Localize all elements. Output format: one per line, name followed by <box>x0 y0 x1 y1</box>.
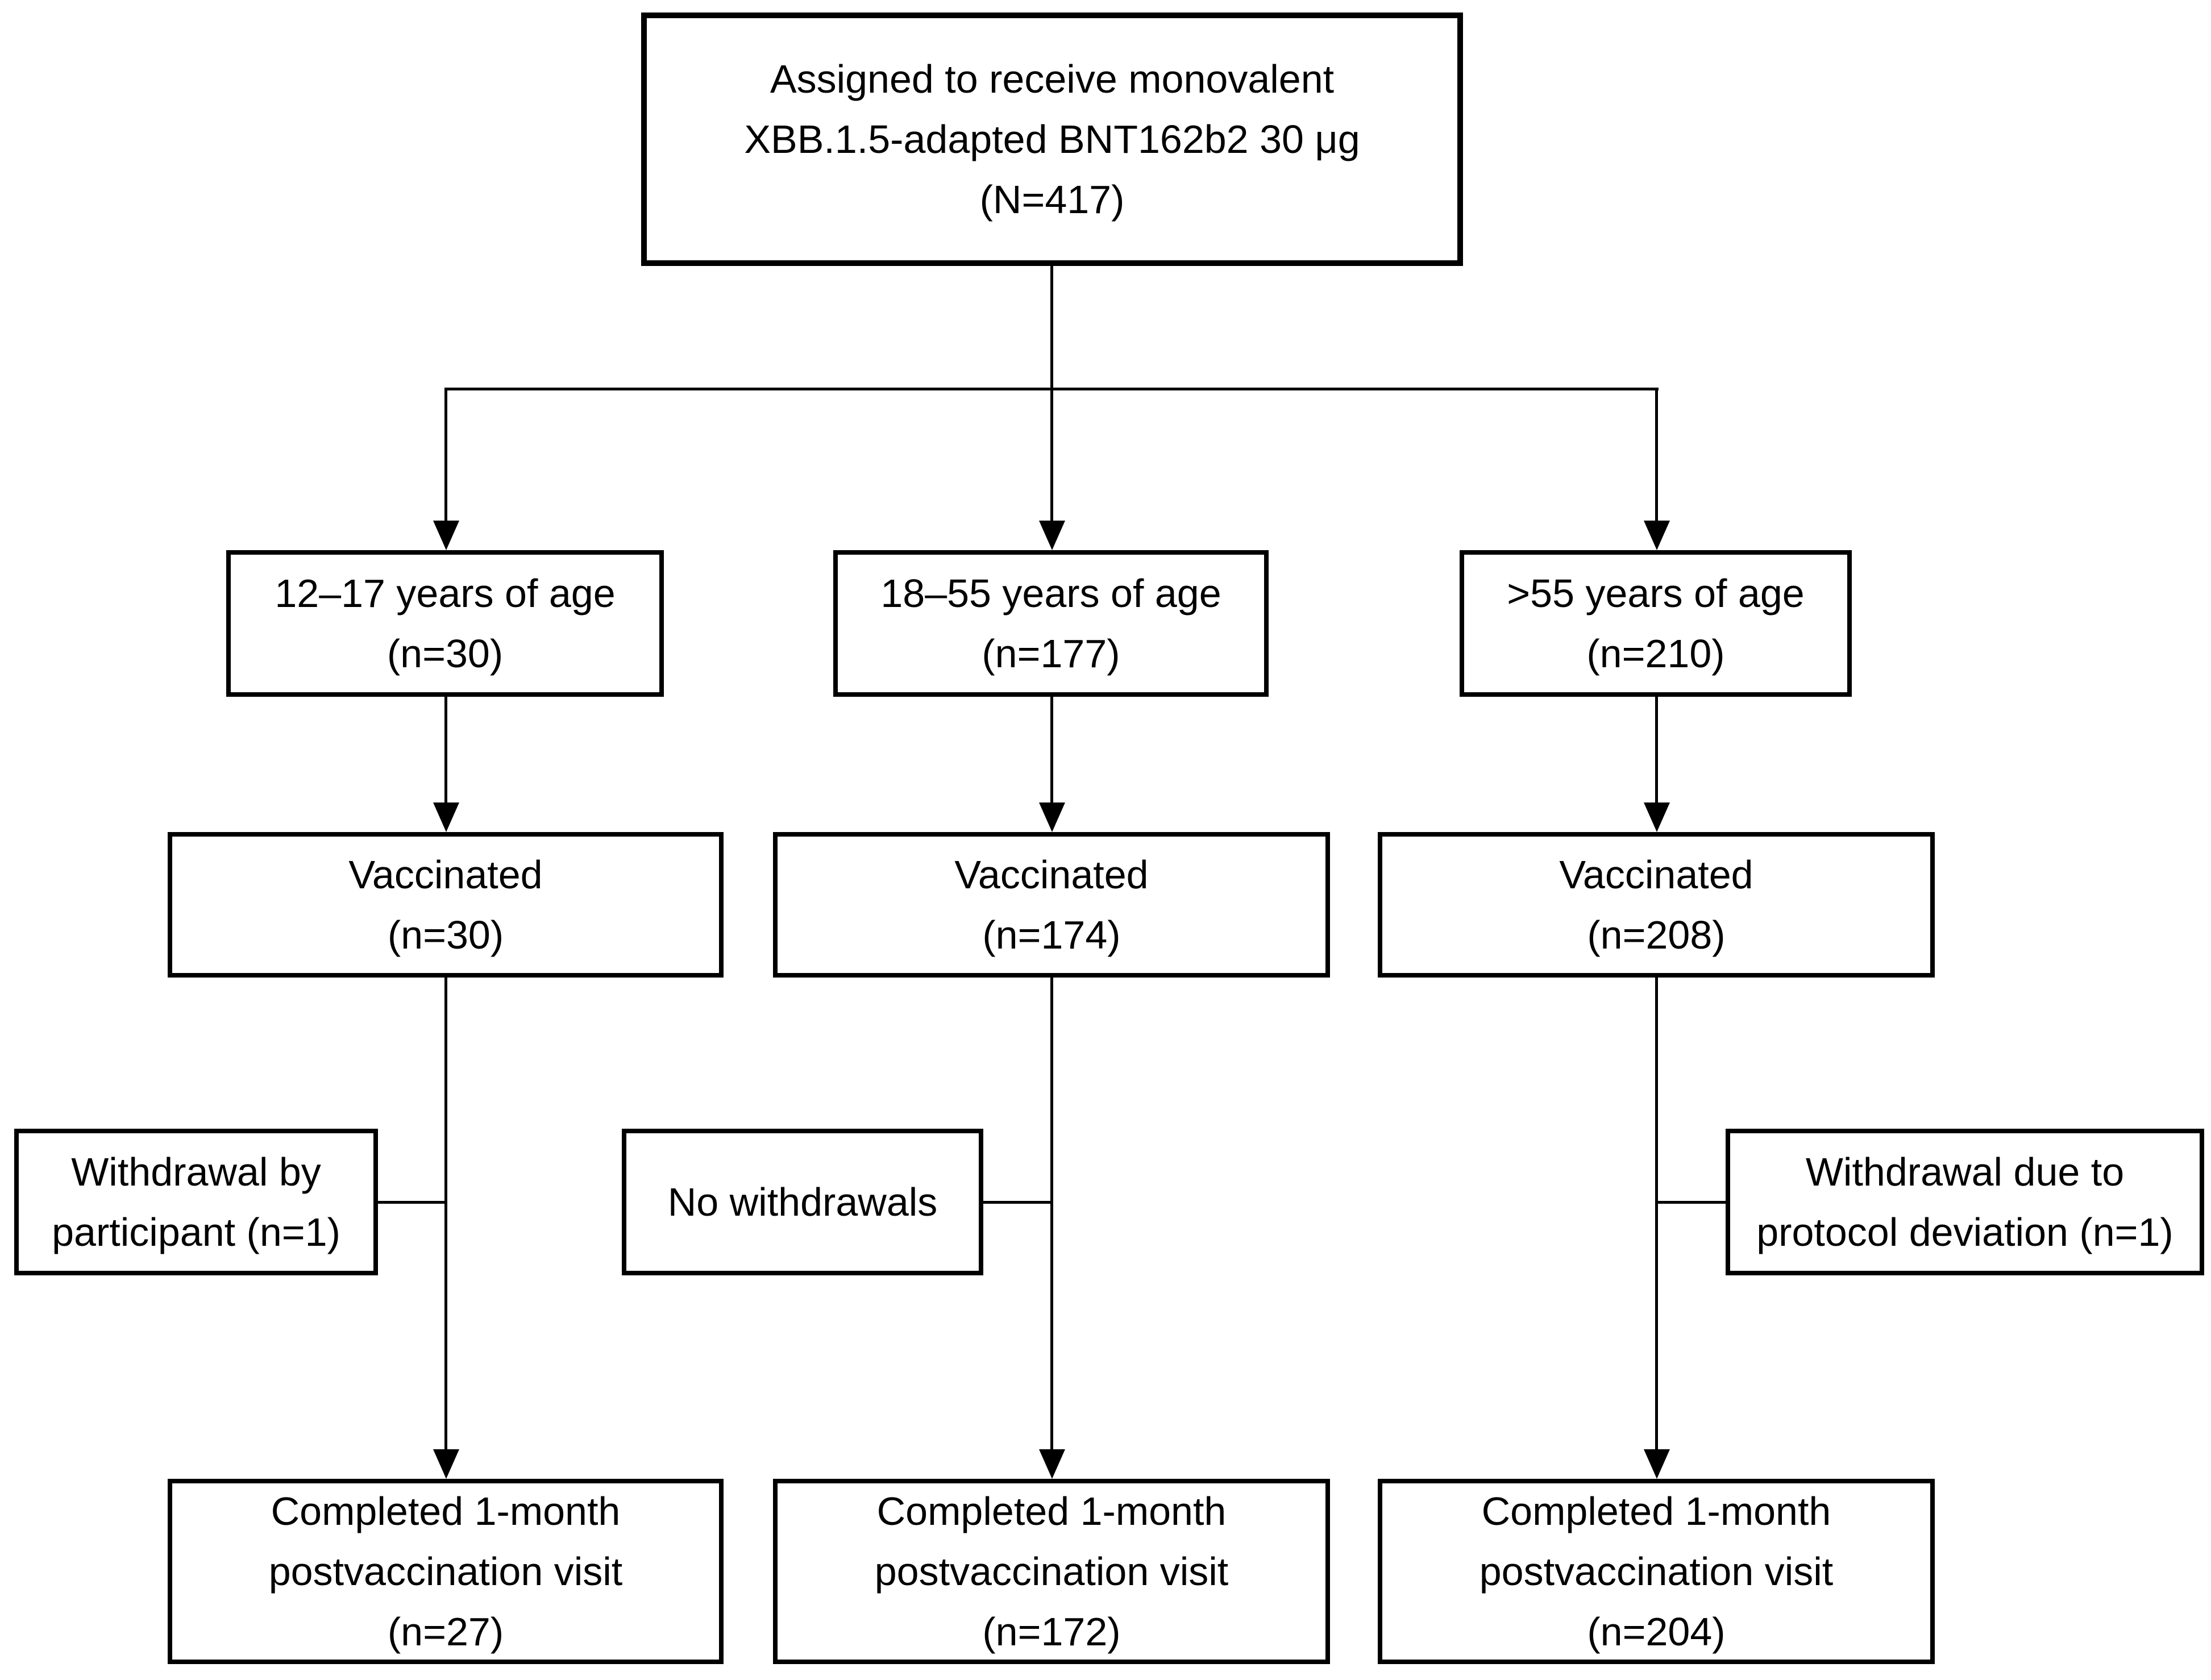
connector-withdrawal-middle <box>982 1201 1052 1204</box>
connector-age-to-vaccinated-left <box>444 697 447 802</box>
arrowhead-down-icon <box>1644 521 1670 550</box>
box-completed-12-17: Completed 1-month postvaccination visit … <box>168 1479 724 1664</box>
vaccinated-12-17-line-2: (n=30) <box>387 913 504 957</box>
box-assigned: Assigned to receive monovalent XBB.1.5-a… <box>641 13 1463 266</box>
completed-18-55-line-2: postvaccination visit <box>874 1549 1229 1594</box>
completed-18-55-line-1: Completed 1-month <box>876 1489 1227 1533</box>
arrowhead-down-icon <box>1039 521 1065 550</box>
completed-12-17-line-3: (n=27) <box>387 1610 504 1654</box>
arrowhead-down-icon <box>1644 1449 1670 1479</box>
withdrawal-over-55-line-2: protocol deviation (n=1) <box>1756 1210 2173 1254</box>
arrowhead-down-icon <box>433 1449 459 1479</box>
connector-withdrawal-left <box>377 1201 446 1204</box>
vaccinated-18-55-line-1: Vaccinated <box>954 853 1149 897</box>
arrowhead-down-icon <box>433 802 459 832</box>
age-18-55-line-1: 18–55 years of age <box>880 571 1221 616</box>
completed-over-55-line-3: (n=204) <box>1587 1610 1726 1654</box>
vaccinated-over-55-line-2: (n=208) <box>1587 913 1726 957</box>
box-vaccinated-over-55: Vaccinated (n=208) <box>1378 832 1935 978</box>
completed-over-55-line-2: postvaccination visit <box>1479 1549 1834 1594</box>
age-12-17-line-1: 12–17 years of age <box>275 571 616 616</box>
box-age-12-17: 12–17 years of age (n=30) <box>226 550 664 697</box>
completed-12-17-line-2: postvaccination visit <box>268 1549 623 1594</box>
connector-vaccinated-to-completed-right <box>1655 978 1658 1449</box>
assigned-line-3: (N=417) <box>979 177 1125 222</box>
age-12-17-line-2: (n=30) <box>386 631 504 676</box>
withdrawal-12-17-line-2: participant (n=1) <box>52 1210 340 1254</box>
assigned-line-1: Assigned to receive monovalent <box>770 57 1335 101</box>
box-withdrawal-18-55: No withdrawals <box>622 1129 983 1275</box>
completed-12-17-line-1: Completed 1-month <box>271 1489 621 1533</box>
box-vaccinated-12-17: Vaccinated (n=30) <box>168 832 724 978</box>
connector-withdrawal-right <box>1656 1201 1727 1204</box>
connector-vaccinated-to-completed-left <box>444 978 447 1449</box>
assigned-line-2: XBB.1.5-adapted BNT162b2 30 μg <box>744 117 1360 161</box>
vaccinated-18-55-line-2: (n=174) <box>982 913 1121 957</box>
connector-age-to-vaccinated-middle <box>1050 697 1053 802</box>
box-vaccinated-18-55: Vaccinated (n=174) <box>773 832 1330 978</box>
age-over-55-line-2: (n=210) <box>1586 631 1725 676</box>
arrowhead-down-icon <box>1644 802 1670 832</box>
box-age-over-55: >55 years of age (n=210) <box>1460 550 1852 697</box>
completed-18-55-line-3: (n=172) <box>982 1610 1121 1654</box>
age-18-55-line-2: (n=177) <box>982 631 1120 676</box>
withdrawal-12-17-line-1: Withdrawal by <box>71 1150 321 1194</box>
box-withdrawal-over-55: Withdrawal due to protocol deviation (n=… <box>1726 1129 2204 1275</box>
box-completed-over-55: Completed 1-month postvaccination visit … <box>1378 1479 1935 1664</box>
connector-age-to-vaccinated-right <box>1655 697 1658 802</box>
connector-top-vertical <box>1050 266 1053 389</box>
arrowhead-down-icon <box>1039 802 1065 832</box>
vaccinated-12-17-line-1: Vaccinated <box>348 853 543 897</box>
connector-vaccinated-to-completed-middle <box>1050 978 1053 1449</box>
connector-branch-middle-vertical <box>1050 388 1053 524</box>
age-over-55-line-1: >55 years of age <box>1507 571 1805 616</box>
connector-branch-left-vertical <box>444 388 447 524</box>
vaccinated-over-55-line-1: Vaccinated <box>1559 853 1753 897</box>
box-age-18-55: 18–55 years of age (n=177) <box>833 550 1269 697</box>
connector-branch-right-vertical <box>1655 388 1658 524</box>
arrowhead-down-icon <box>433 521 459 550</box>
completed-over-55-line-1: Completed 1-month <box>1481 1489 1831 1533</box>
box-completed-18-55: Completed 1-month postvaccination visit … <box>773 1479 1330 1664</box>
box-withdrawal-12-17: Withdrawal by participant (n=1) <box>14 1129 378 1275</box>
arrowhead-down-icon <box>1039 1449 1065 1479</box>
withdrawal-over-55-line-1: Withdrawal due to <box>1805 1150 2125 1194</box>
withdrawal-18-55-line-1: No withdrawals <box>667 1180 938 1224</box>
